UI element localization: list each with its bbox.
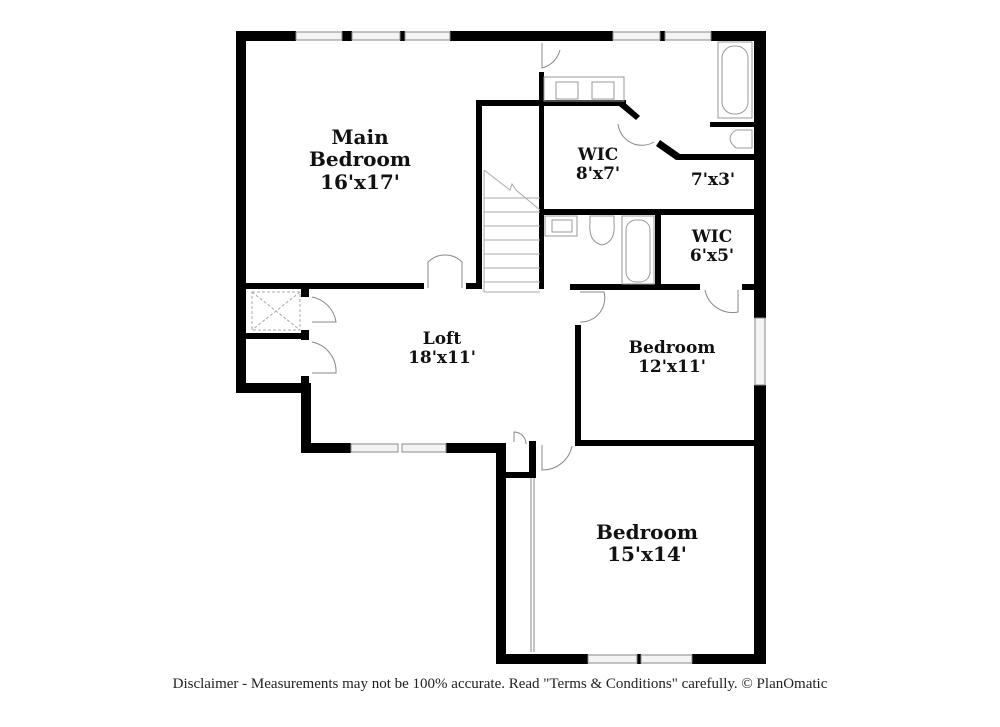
- room-wic-small: WIC 6'x5': [689, 227, 735, 267]
- bath-fixtures: [543, 41, 753, 285]
- room-size: 15'x14': [607, 542, 687, 567]
- room-name: Loft: [422, 329, 462, 349]
- room-size: 7'x3': [690, 170, 736, 190]
- room-size: 8'x7': [575, 164, 621, 185]
- doors: [311, 43, 739, 652]
- room-main-bedroom: Main Bedroom 16'x17': [309, 125, 411, 194]
- room-size: 6'x5': [689, 246, 735, 267]
- room-wic-large: WIC 8'x7': [575, 145, 621, 185]
- disclaimer-text: Disclaimer - Measurements may not be 100…: [172, 676, 828, 692]
- windows: [295, 31, 766, 664]
- interior-walls: [246, 72, 754, 478]
- staircase: [483, 169, 541, 293]
- room-size: 12'x11': [638, 357, 706, 378]
- room-name-line1: Main: [331, 125, 389, 149]
- exterior-walls: [236, 31, 766, 664]
- linen-closet: [251, 291, 301, 331]
- room-name: Bedroom: [628, 338, 716, 358]
- room-size: 16'x17': [320, 169, 400, 194]
- room-name-line2: Bedroom: [309, 147, 411, 172]
- room-name: WIC: [577, 145, 619, 165]
- room-main-bath: 7'x3': [690, 170, 736, 190]
- room-size: 18'x11': [408, 348, 476, 369]
- room-bedroom-3: Bedroom 15'x14': [596, 521, 698, 566]
- room-name: Bedroom: [596, 520, 698, 544]
- room-name: WIC: [691, 227, 733, 247]
- room-bedroom-2: Bedroom 12'x11': [628, 338, 716, 378]
- room-loft: Loft 18'x11': [408, 329, 476, 369]
